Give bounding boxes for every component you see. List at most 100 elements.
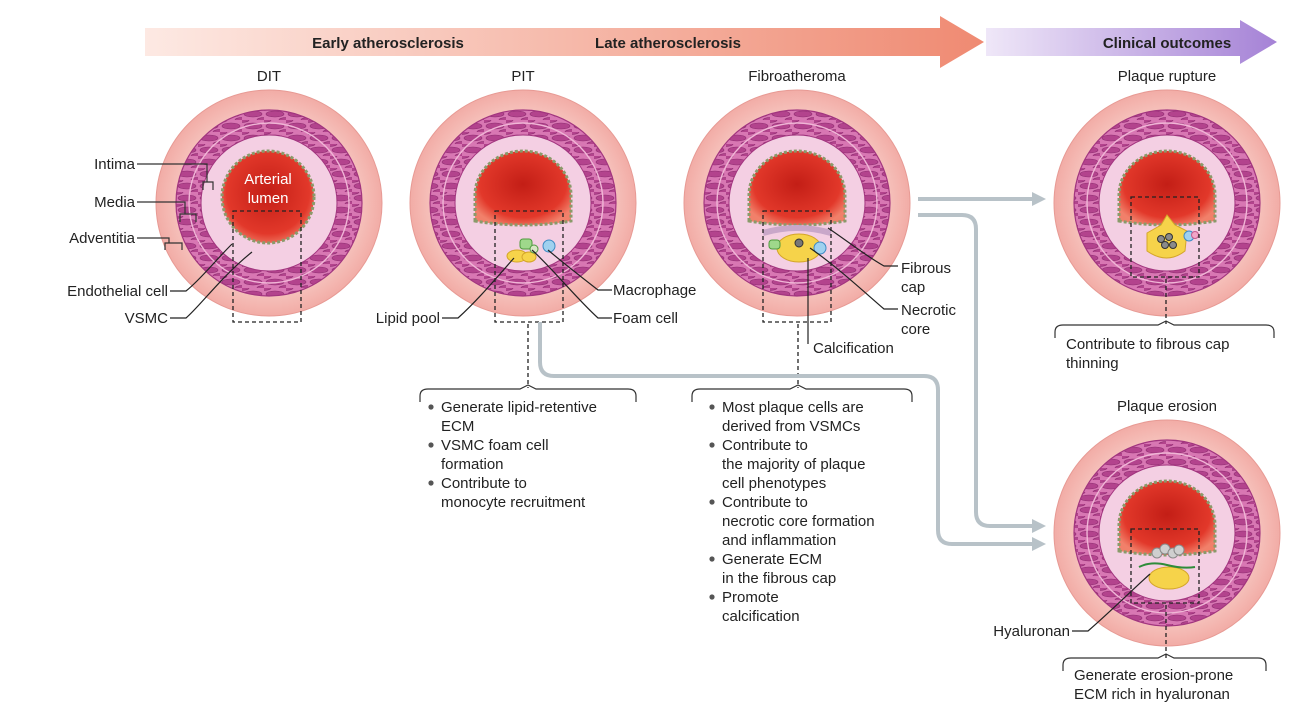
bullet-point (709, 404, 715, 410)
stage-arrow-clinical (986, 20, 1277, 64)
label-macrophage: Macrophage (613, 282, 696, 299)
elastic-lamina (716, 122, 878, 284)
elastic-lamina (1086, 122, 1248, 284)
fib-annotations (807, 227, 898, 344)
elastic-lamina (442, 122, 604, 284)
list-item-text: derived from VSMCs (722, 418, 860, 435)
artery-pit (409, 89, 637, 317)
thrombus-platelet (1165, 233, 1173, 241)
elastic-lamina (1086, 452, 1248, 614)
arterial-lumen (473, 149, 573, 227)
list-item-text: Promote (722, 589, 779, 606)
label-vsmc: VSMC (125, 310, 169, 327)
lumen-label-line2: lumen (248, 190, 289, 207)
label-foam-cell: Foam cell (613, 310, 678, 327)
list-item-text: Contribute to (722, 494, 808, 511)
bullet-point (709, 594, 715, 600)
label-lipid-pool: Lipid pool (376, 310, 440, 327)
bullet-point (428, 404, 434, 410)
list-item-text: monocyte recruitment (441, 494, 586, 511)
stage-label-clinical: Clinical outcomes (1103, 35, 1231, 52)
macrophage (542, 239, 556, 253)
arterial-lumen (220, 149, 316, 245)
flow-arrows (538, 192, 1046, 551)
title-fibroatheroma: Fibroatheroma (748, 68, 846, 85)
arterial-lumen (747, 149, 847, 227)
foam-cell (529, 244, 539, 254)
bullet-point (428, 442, 434, 448)
stage-arrow-late (145, 16, 984, 68)
lipid-pool (521, 251, 537, 263)
fib-box-bracket (691, 384, 913, 402)
lumen-label-line1: Arterial (244, 171, 292, 188)
title-plaque-erosion: Plaque erosion (1117, 398, 1217, 415)
list-item-text: Generate lipid-retentive (441, 399, 597, 416)
macrophage (813, 241, 827, 255)
list-item-text: calcification (722, 608, 800, 625)
list-item-text: cell phenotypes (722, 475, 826, 492)
hyaluronan-layer (1138, 562, 1196, 569)
list-item-text: necrotic core formation (722, 513, 875, 530)
lipid-core (1148, 566, 1190, 590)
arterial-lumen (1117, 479, 1217, 557)
immune-cell (1191, 231, 1199, 239)
bullet-point (709, 499, 715, 505)
list-item-text: Contribute to (441, 475, 527, 492)
title-plaque-rupture: Plaque rupture (1118, 68, 1216, 85)
label-necrotic-core-line2: core (901, 321, 930, 338)
list-item-text: VSMC foam cell (441, 437, 549, 454)
list-item-text: in the fibrous cap (722, 570, 836, 587)
fib-description-list: Most plaque cells are derived from VSMCsC… (709, 399, 875, 625)
erosion-text-line1: Generate erosion-prone (1074, 667, 1233, 684)
list-item-text: ECM (441, 418, 474, 435)
label-fibrous-cap-line1: Fibrous (901, 260, 951, 277)
hyaluronan-leader (1072, 573, 1151, 632)
artery-dit (155, 89, 383, 317)
thrombus-platelet (1161, 241, 1169, 249)
bullet-point (709, 442, 715, 448)
pit-box-bracket (419, 384, 637, 402)
rupture-text-line2: thinning (1066, 355, 1119, 372)
label-necrotic-core-line1: Necrotic (901, 302, 957, 319)
list-item-text: Generate ECM (722, 551, 822, 568)
erosion-box-bracket (1062, 653, 1267, 671)
label-adventitia: Adventitia (69, 230, 136, 247)
vsmc-cell (768, 239, 781, 250)
list-item-text: Contribute to (722, 437, 808, 454)
label-hyaluronan: Hyaluronan (993, 623, 1070, 640)
calcification-deposit (794, 238, 804, 248)
artery-plaque-erosion (1053, 419, 1281, 647)
list-item-text: the majority of plaque (722, 456, 865, 473)
thrombus-platelet (1169, 241, 1177, 249)
rupture-box-bracket (1054, 320, 1275, 338)
bullet-point (709, 556, 715, 562)
label-fibrous-cap-line2: cap (901, 279, 925, 296)
list-item-text: and inflammation (722, 532, 836, 549)
stage-label-late: Late atherosclerosis (595, 35, 741, 52)
bullet-point (428, 480, 434, 486)
artery-plaque-rupture (1053, 89, 1281, 317)
title-dit: DIT (257, 68, 281, 85)
elastic-lamina (188, 122, 350, 284)
zoom-boxes (232, 196, 1200, 604)
box-connectors (527, 279, 1167, 658)
label-calcification: Calcification (813, 340, 894, 357)
label-intima: Intima (94, 156, 136, 173)
label-endothelial-cell: Endothelial cell (67, 283, 168, 300)
rupture-text-line1: Contribute to fibrous cap (1066, 336, 1229, 353)
arterial-lumen (1117, 149, 1217, 227)
erosion-text-line2: ECM rich in hyaluronan (1074, 686, 1230, 703)
thrombus-platelet (1173, 544, 1185, 556)
vsmc-cell (519, 238, 533, 250)
label-media: Media (94, 194, 136, 211)
stage-label-early: Early atherosclerosis (312, 35, 464, 52)
list-item-text: Most plaque cells are (722, 399, 864, 416)
title-pit: PIT (511, 68, 534, 85)
fibrous-cap (762, 225, 832, 236)
artery-fibroatheroma (683, 89, 911, 317)
list-item-text: formation (441, 456, 504, 473)
pit-annotations (442, 249, 612, 319)
